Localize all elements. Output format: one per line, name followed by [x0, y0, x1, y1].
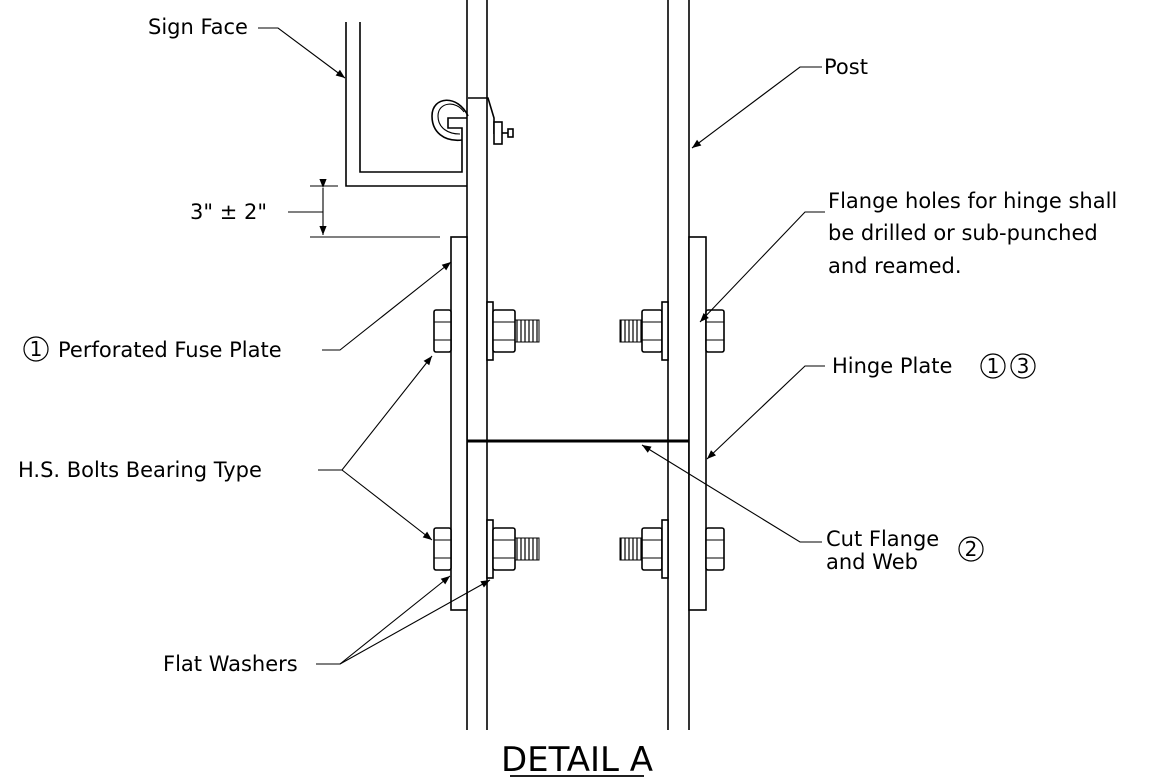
flat-washer [486, 301, 494, 361]
hinge-plate-label: Hinge Plate [832, 354, 952, 378]
fuse-plate-label: Perforated Fuse Plate [58, 338, 282, 362]
post-label: Post [824, 55, 868, 79]
cut-flange-note: 2 [958, 536, 984, 562]
note-3-hinge: 3 [1017, 354, 1030, 378]
detail-title: DETAIL A [501, 740, 653, 779]
flange-holes-label-line3: and reamed. [828, 254, 962, 278]
hinge-plate [688, 236, 707, 611]
hinge-plate-notes: 1 3 [980, 353, 1036, 379]
fuse-plate-leader [322, 261, 452, 351]
flange-holes-label-line2: be drilled or sub-punched [828, 221, 1098, 245]
cut-flange-leader [641, 444, 822, 543]
hinge-plate-leader [706, 365, 825, 460]
sign-face-label: Sign Face [148, 15, 248, 39]
clearance-dimension [288, 179, 440, 238]
note-1-fuse: 1 [30, 337, 43, 361]
note-2-cut: 2 [965, 537, 978, 561]
hs-bolts-label: H.S. Bolts Bearing Type [18, 458, 262, 482]
left-bolt-top [433, 301, 540, 361]
clearance-label: 3" ± 2" [190, 200, 267, 224]
flat-washers-leaders [316, 575, 491, 665]
left-post-section [466, 0, 488, 730]
right-bolt-top [619, 301, 725, 361]
cut-flange-label-line1: Cut Flange [826, 527, 939, 551]
flat-washer [486, 519, 494, 579]
left-bolt-bottom [433, 519, 540, 579]
hs-bolts-leaders [318, 355, 433, 541]
sign-face-leader [258, 27, 346, 79]
fuse-plate [450, 236, 468, 611]
flange-holes-label-line1: Flange holes for hinge shall [828, 189, 1117, 213]
cut-flange-label-line2: and Web [826, 550, 918, 574]
post-leader [691, 66, 822, 149]
flat-washer [661, 519, 669, 579]
sign-clamp-hook [431, 97, 514, 145]
right-bolt-bottom [619, 519, 725, 579]
right-post-section [667, 0, 690, 730]
flat-washers-label: Flat Washers [163, 652, 298, 676]
flange-holes-leader [699, 211, 825, 323]
flat-washer [661, 301, 669, 361]
sign-face-channel [345, 22, 467, 187]
note-1-hinge: 1 [987, 354, 1000, 378]
fuse-plate-note: 1 [23, 336, 49, 362]
